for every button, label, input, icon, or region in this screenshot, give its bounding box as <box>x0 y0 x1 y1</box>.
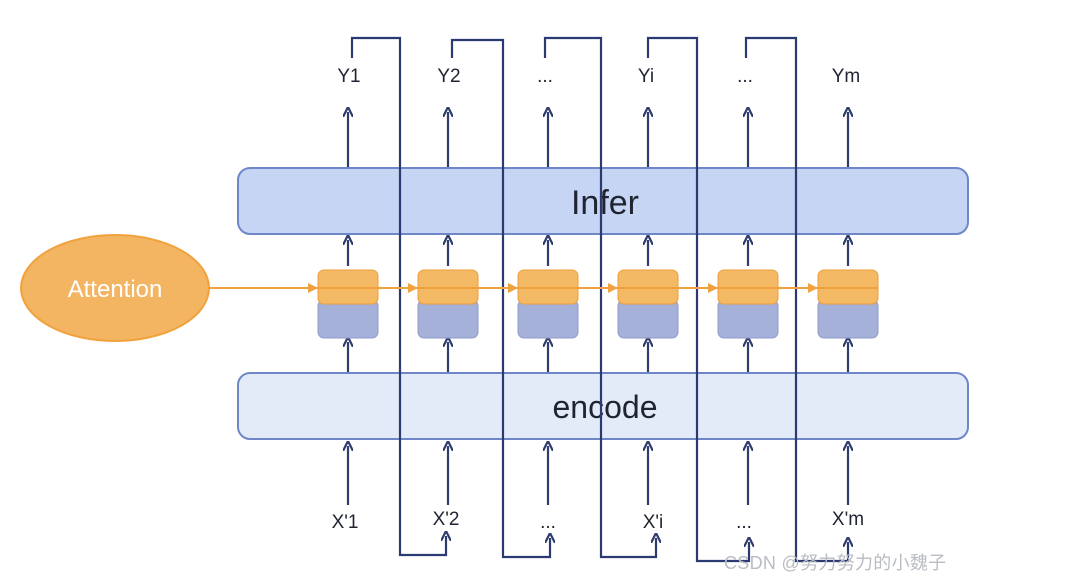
attention-arrowhead-4 <box>608 283 618 293</box>
output-label-3: ... <box>537 66 553 87</box>
feedback-loop-3 <box>543 36 656 559</box>
infer-label: Infer <box>571 184 639 222</box>
input-label-2: X'2 <box>433 509 460 530</box>
output-labels: Y1 Y2 ... Yi ... Ym <box>337 66 860 87</box>
feedback-loop-1 <box>350 36 446 557</box>
encode-label: encode <box>553 389 658 425</box>
input-label-1: X'1 <box>332 512 359 533</box>
cell-encoder-state-2 <box>417 299 479 339</box>
attention-arrowhead-2 <box>408 283 418 293</box>
feedback-loop-4 <box>646 36 749 563</box>
output-label-6: Ym <box>832 66 861 87</box>
cell-encoder-state-6 <box>817 299 879 339</box>
cell-encoder-state-1 <box>317 299 379 339</box>
encode-layer <box>237 372 969 440</box>
infer-layer <box>237 167 969 235</box>
attention-arrowhead-3 <box>508 283 518 293</box>
attention-arrowhead-5 <box>708 283 718 293</box>
cell-encoder-state-5 <box>717 299 779 339</box>
attention-label: Attention <box>68 276 163 303</box>
input-label-5: ... <box>736 512 752 533</box>
input-label-3: ... <box>540 512 556 533</box>
attention-arrows <box>209 283 878 293</box>
input-label-6: X'm <box>832 509 864 530</box>
output-label-5: ... <box>737 66 753 87</box>
output-label-2: Y2 <box>437 66 460 87</box>
output-label-4: Yi <box>638 66 654 87</box>
attention-arrowhead-1 <box>308 283 318 293</box>
watermark: CSDN @努力努力的小魏子 <box>724 553 947 573</box>
output-label-1: Y1 <box>337 66 360 87</box>
cell-encoder-state-4 <box>617 299 679 339</box>
feedback-loop-5 <box>744 36 848 563</box>
input-label-4: X'i <box>643 512 664 533</box>
input-labels: X'1 X'2 ... X'i ... X'm <box>332 509 865 533</box>
feedback-loop-2 <box>450 38 550 559</box>
attention-arrowhead-6 <box>808 283 818 293</box>
feedback-connections <box>350 36 848 563</box>
cell-encoder-state-3 <box>517 299 579 339</box>
